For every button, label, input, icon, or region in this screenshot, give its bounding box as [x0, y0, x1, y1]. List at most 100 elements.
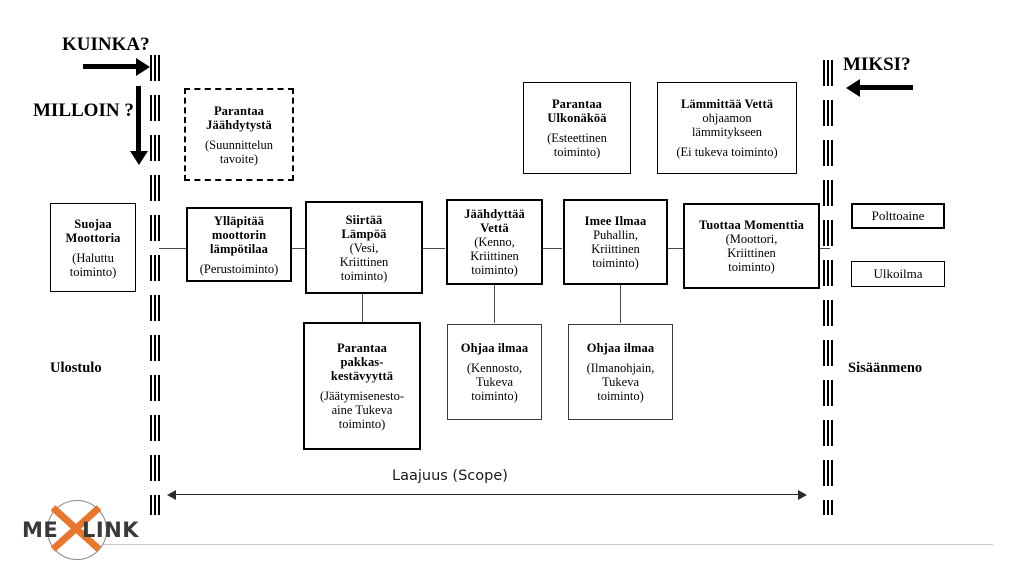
box-title-line: Jäähdyttää [464, 207, 525, 221]
box-polttoaine[interactable]: Polttoaine [851, 203, 945, 229]
rail-dash-segment [150, 375, 161, 401]
box-title-line: Tuottaa Momenttia [698, 218, 805, 232]
label-kuinka: KUINKA? [62, 34, 150, 55]
box-sub-line: Puhallin, [593, 228, 638, 242]
label-milloin: MILLOIN ? [33, 100, 134, 121]
box-title-line: lämpötilaa [210, 241, 268, 256]
box-suojaa-moottoria[interactable]: Suojaa Moottoria (Haluttu toiminto) [50, 203, 136, 292]
logo-text-me: ME [22, 518, 59, 542]
box-title-line: pakkas- [340, 355, 384, 369]
box-title-line: Ulkonäköä [547, 111, 607, 125]
box-sub-line: (Haluttu [72, 250, 114, 265]
rail-dash-segment [150, 95, 161, 121]
connector-tuottaa-to-rail [820, 248, 830, 250]
box-sub-line: toiminto) [340, 268, 388, 283]
box-sub-line: toiminto) [471, 263, 518, 277]
scope-arrow-shaft [176, 494, 800, 496]
label-miksi: MIKSI? [843, 54, 911, 75]
rail-dash-segment [150, 335, 161, 361]
box-parantaa-ulkonakoa[interactable]: Parantaa Ulkonäköä (Esteettinen toiminto… [523, 82, 631, 174]
right-boundary-rail [823, 60, 834, 515]
left-boundary-rail [150, 55, 161, 515]
box-sub-line: Kriittinen [591, 242, 640, 256]
box-title-line: Moottoria [65, 230, 121, 245]
drop-imee-to-ohjaa-ilmanohjain [620, 285, 622, 323]
box-sub-line: Kriittinen [727, 246, 776, 260]
rail-dash-segment [823, 140, 834, 166]
return-connector-shaft [172, 494, 176, 496]
box-ohjaa-ilmaa-kennosto[interactable]: Ohjaa ilmaa (Kennosto, Tukeva toiminto) [447, 324, 542, 420]
rail-dash-segment [823, 420, 834, 446]
box-title-line: Lämpöä [341, 226, 387, 241]
box-title-line: Lämmittää Vettä [680, 97, 774, 111]
box-title-line: kestävyyttä [330, 369, 394, 383]
box-sub-line: aine Tukeva [331, 403, 393, 417]
box-jaahdyttaa-vetta[interactable]: Jäähdyttää Vettä (Kenno, Kriittinen toim… [446, 199, 543, 285]
rail-dash-segment [150, 415, 161, 441]
rail-dash-segment [150, 455, 161, 481]
box-sub-line: (Vesi, [349, 240, 379, 255]
rail-dash-segment [823, 500, 834, 515]
box-lammittaa-vetta[interactable]: Lämmittää Vettä ohjaamon lämmitykseen (E… [657, 82, 797, 174]
connector-siirtaa-to-jaahdyttaa [423, 248, 445, 250]
connector-yllapitaa-to-siirtaa [291, 248, 306, 250]
rail-dash-segment [150, 215, 161, 241]
box-sub-line: toiminto) [338, 417, 386, 431]
rail-dash-segment [150, 295, 161, 321]
rail-dash-segment [823, 220, 834, 246]
box-sub-line: Tukeva [601, 375, 640, 389]
scope-arrow-head-right-icon [798, 489, 807, 500]
mexlink-logo: ME LINK [22, 500, 142, 560]
kuinka-arrow-shaft [83, 64, 138, 69]
box-title-line: Parantaa [213, 103, 265, 118]
box-sub-line: Kriittinen [470, 249, 519, 263]
miksi-arrow-shaft [860, 85, 913, 90]
rail-dash-segment [823, 180, 834, 206]
box-title-line: Suojaa [74, 216, 112, 231]
box-ulkoilma[interactable]: Ulkoilma [851, 261, 945, 287]
rail-dash-segment [823, 100, 834, 126]
box-title-line: Jäähdytystä [206, 117, 272, 132]
box-parantaa-jaahdytysta[interactable]: Parantaa Jäähdytystä (Suunnittelun tavoi… [184, 88, 294, 181]
box-sub-line: toiminto) [553, 145, 601, 159]
rail-dash-segment [150, 255, 161, 281]
kuinka-arrow-head-icon [136, 57, 150, 76]
box-sub-line: tavoite) [219, 151, 259, 166]
rail-dash-segment [823, 300, 834, 326]
box-title-line: Ylläpitää [213, 213, 265, 228]
box-sub-line: (Esteettinen [547, 131, 607, 145]
box-title-line: Ohjaa ilmaa [460, 341, 529, 355]
box-title-line: moottorin [211, 227, 267, 242]
box-ohjaa-ilmaa-ilmanohjain[interactable]: Ohjaa ilmaa (Ilmanohjain, Tukeva toimint… [568, 324, 673, 420]
box-siirtaa-lampoa[interactable]: Siirtää Lämpöä (Vesi, Kriittinen toimint… [305, 201, 423, 294]
box-sub-line: (Ilmanohjain, [586, 361, 655, 375]
rail-dash-segment [150, 175, 161, 201]
logo-circle-icon [47, 500, 107, 560]
box-sub-line: toiminto) [69, 264, 117, 279]
drop-jaahdyttaa-to-ohjaa-kennosto [494, 285, 496, 323]
box-yllapitaa-moottorin-lampotilaa[interactable]: Ylläpitää moottorin lämpötilaa (Perustoi… [186, 207, 292, 282]
connector-imee-to-tuottaa [668, 248, 684, 250]
box-sub-line: (Kenno, [474, 235, 515, 249]
box-label: Polttoaine [871, 208, 925, 223]
milloin-arrow-head-icon [129, 151, 148, 165]
box-sub-line: toiminto) [592, 256, 639, 270]
box-imee-ilmaa[interactable]: Imee Ilmaa Puhallin, Kriittinen toiminto… [563, 199, 668, 285]
drop-siirtaa-to-parantaa-pakkas [362, 293, 364, 323]
box-title-line: Siirtää [345, 212, 383, 227]
rail-dash-segment [823, 460, 834, 486]
footer-divider [103, 544, 993, 545]
box-sub-line: lämmitykseen [691, 125, 763, 139]
box-title-line: Vettä [480, 221, 509, 235]
box-title-line: Imee Ilmaa [584, 214, 647, 228]
box-parantaa-pakkaskestavyytta[interactable]: Parantaa pakkas- kestävyyttä (Jäätymisen… [303, 322, 421, 450]
rail-dash-segment [823, 380, 834, 406]
box-sub-line: (Ei tukeva toiminto) [676, 145, 778, 159]
box-tuottaa-momenttia[interactable]: Tuottaa Momenttia (Moottori, Kriittinen … [683, 203, 820, 289]
box-sub-line: toiminto) [728, 260, 775, 274]
box-sub-line: (Moottori, [725, 232, 778, 246]
rail-dash-segment [150, 495, 161, 515]
scope-arrow-head-left-icon [167, 489, 176, 500]
rail-dash-segment [823, 260, 834, 286]
